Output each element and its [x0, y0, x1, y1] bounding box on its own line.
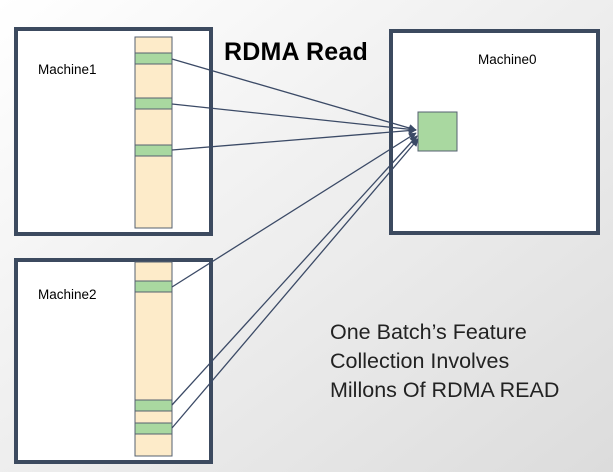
machine0-target-buffer: [417, 111, 458, 152]
machine1-feature-row-2: [134, 97, 173, 110]
machine1-feature-row-3: [134, 144, 173, 157]
machine0-label: Machine0: [478, 52, 537, 67]
machine2-label: Machine2: [38, 287, 97, 302]
caption: One Batch’s Feature Collection Involves …: [330, 318, 559, 405]
machine1-label: Machine1: [38, 62, 97, 77]
machine2-feature-row-1: [134, 280, 173, 293]
arrow-m1-row2: [171, 103, 417, 134]
caption-line-1: One Batch’s Feature: [330, 320, 527, 344]
arrow-m2-row2: [171, 135, 418, 406]
machine2-feature-row-3: [134, 422, 173, 435]
arrow-m1-row3: [171, 126, 417, 151]
machine2-box: [14, 258, 213, 464]
arrow-m2-row1: [171, 132, 417, 288]
machine1-feature-row-1: [134, 52, 173, 65]
machine1-feature-column: [134, 36, 173, 229]
arrow-m1-row1: [171, 58, 417, 132]
machine2-feature-row-2: [134, 399, 173, 412]
machine1-box: [14, 27, 213, 236]
caption-line-3: Millons Of RDMA READ: [330, 378, 560, 402]
rdma-arrows: [171, 58, 419, 429]
diagram-title: RDMA Read: [224, 38, 368, 66]
arrow-m2-row3: [171, 138, 419, 429]
caption-line-2: Collection Involves: [330, 349, 510, 373]
